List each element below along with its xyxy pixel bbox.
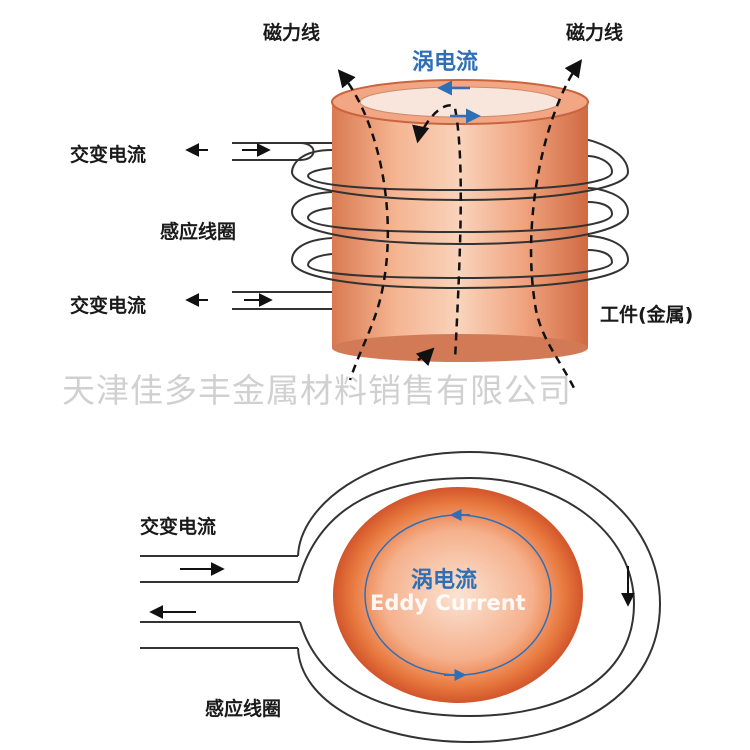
coil-lead-upper	[232, 142, 332, 161]
coil-lead-lower	[232, 291, 332, 310]
current-arrows-top	[185, 143, 273, 307]
current-arrows-bottom	[149, 562, 635, 619]
coil-label-top: 感应线圈	[160, 221, 237, 243]
eddy-current-arrows-top	[437, 80, 481, 124]
eddy-current-arrows-disc	[444, 509, 470, 681]
coil-label-bottom: 感应线圈	[205, 698, 282, 720]
magnetic-flux-lines	[337, 59, 583, 391]
eddy-label-top: 涡电流	[412, 50, 479, 75]
watermark: 天津佳多丰金属材料销售有限公司	[62, 371, 572, 410]
flux-label-left: 磁力线	[263, 22, 321, 44]
ac-label-upper: 交变电流	[70, 144, 147, 166]
ac-label-bottom: 交变电流	[140, 516, 217, 538]
eddy-label-bottom: 涡电流	[411, 568, 478, 593]
flux-label-right: 磁力线	[566, 22, 624, 44]
eddy-label-en: Eddy Current	[370, 591, 526, 615]
workpiece-label: 工件(金属)	[600, 304, 694, 326]
ac-label-lower: 交变电流	[70, 295, 147, 317]
